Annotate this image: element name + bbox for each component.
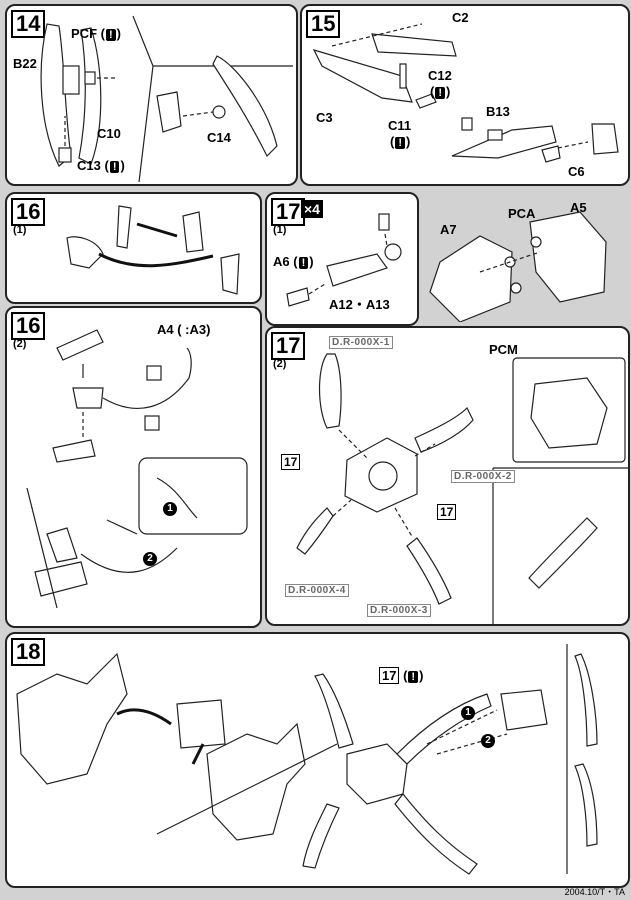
callout-2: 2 bbox=[481, 734, 495, 748]
label-a12-a13: A12・A13 bbox=[329, 297, 390, 312]
label-a7: A7 bbox=[440, 222, 457, 237]
step-number: 16 bbox=[11, 312, 46, 340]
label-c12-warn: (!) bbox=[430, 84, 451, 99]
label-pca: PCA bbox=[508, 206, 536, 221]
step-18-panel: 18 17 (!) 1 2 bbox=[5, 632, 630, 888]
step-number: 14 bbox=[11, 10, 46, 38]
label-c13: C13 (!) bbox=[77, 158, 125, 173]
label-c2: C2 bbox=[452, 10, 469, 25]
ref-step-17-right: 17 bbox=[437, 504, 457, 520]
ref-step-17: 17 (!) bbox=[379, 667, 423, 684]
label-c12: C12 bbox=[428, 68, 452, 83]
step-17-1-illustration bbox=[286, 213, 402, 307]
quantity-badge: ×4 bbox=[301, 200, 323, 218]
substep-label: (1) bbox=[273, 224, 287, 236]
label-c11-warn: (!) bbox=[390, 134, 411, 149]
step-17-1-parts-illustration bbox=[429, 211, 607, 322]
step-number: 16 bbox=[11, 198, 46, 226]
label-c3: C3 bbox=[316, 110, 333, 125]
step-17-1-detail-panel: A7 A5 PCA bbox=[420, 192, 626, 322]
label-c6: C6 bbox=[568, 164, 585, 179]
step-15-panel: 15 C2 C12 (!) C3 C11 (!) B13 C6 bbox=[300, 4, 630, 186]
label-pc-f: PCF (!) bbox=[71, 26, 121, 41]
dr-label-3: D.R-000X-3 bbox=[367, 604, 431, 617]
label-a6: A6 (!) bbox=[273, 254, 314, 269]
substep-label: (2) bbox=[13, 338, 27, 350]
label-c14: C14 bbox=[207, 130, 231, 145]
step-15-illustration bbox=[312, 23, 619, 163]
label-a5: A5 bbox=[570, 200, 587, 215]
step-17-2-illustration bbox=[296, 353, 628, 624]
footer-code: 2004.10/T・TA bbox=[564, 887, 625, 897]
step-18-illustration bbox=[16, 644, 598, 875]
callout-1: 1 bbox=[163, 502, 177, 516]
ref-step-17-left: 17 bbox=[281, 454, 301, 470]
step-17-1-panel: 17 ×4 (1) A6 (!) A12・A13 bbox=[265, 192, 419, 326]
callout-2: 2 bbox=[143, 552, 157, 566]
substep-label: (1) bbox=[13, 224, 27, 236]
callout-1: 1 bbox=[461, 706, 475, 720]
step-number: 18 bbox=[11, 638, 46, 666]
label-c10: C10 bbox=[97, 126, 121, 141]
label-a4-a3: A4 ( :A3) bbox=[157, 322, 211, 337]
step-17-2-panel: 17 (2) PCM D.R-000X-1 D.R-000X-2 D.R-000… bbox=[265, 326, 630, 626]
label-b13: B13 bbox=[486, 104, 510, 119]
step-16-2-illustration bbox=[26, 329, 248, 609]
step-14-panel: 14 PCF (!) B22 C10 C13 (!) C14 bbox=[5, 4, 298, 186]
step-16-1-panel: 16 (1) bbox=[5, 192, 262, 304]
step-number: 17 bbox=[271, 332, 306, 360]
substep-label: (2) bbox=[273, 358, 287, 370]
label-b22: B22 bbox=[13, 56, 37, 71]
step-14-illustration bbox=[40, 15, 293, 183]
dr-label-2: D.R-000X-2 bbox=[451, 470, 515, 483]
label-c11: C11 bbox=[388, 118, 412, 133]
dr-label-1: D.R-000X-1 bbox=[329, 336, 393, 349]
dr-label-4: D.R-000X-4 bbox=[285, 584, 349, 597]
step-number: 15 bbox=[306, 10, 341, 38]
label-pcm: PCM bbox=[489, 342, 518, 357]
step-16-2-panel: 16 (2) A4 ( :A3) 1 2 bbox=[5, 306, 262, 628]
step-16-1-illustration bbox=[66, 205, 240, 295]
